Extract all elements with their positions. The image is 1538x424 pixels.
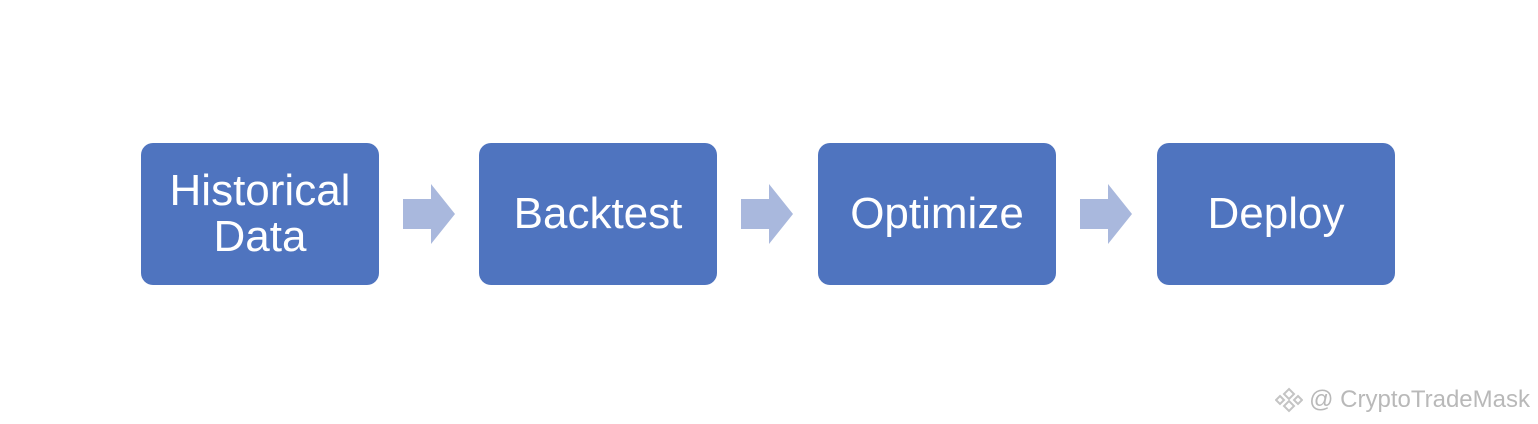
step-label: Deploy bbox=[1207, 189, 1345, 238]
watermark: @ CryptoTradeMask bbox=[1275, 386, 1530, 414]
step-label: Optimize bbox=[850, 189, 1024, 238]
step-deploy: Deploy bbox=[1157, 143, 1395, 285]
right-arrow-icon bbox=[741, 184, 793, 244]
step-historical-data: Historical Data bbox=[141, 143, 379, 285]
right-arrow-icon bbox=[403, 184, 455, 244]
step-label: Backtest bbox=[513, 189, 683, 238]
step-label: Historical Data bbox=[169, 166, 351, 261]
right-arrow-icon bbox=[1080, 184, 1132, 244]
step-backtest: Backtest bbox=[479, 143, 717, 285]
watermark-text: @ CryptoTradeMask bbox=[1309, 386, 1530, 413]
binance-logo-icon bbox=[1275, 387, 1304, 413]
step-optimize: Optimize bbox=[818, 143, 1056, 285]
